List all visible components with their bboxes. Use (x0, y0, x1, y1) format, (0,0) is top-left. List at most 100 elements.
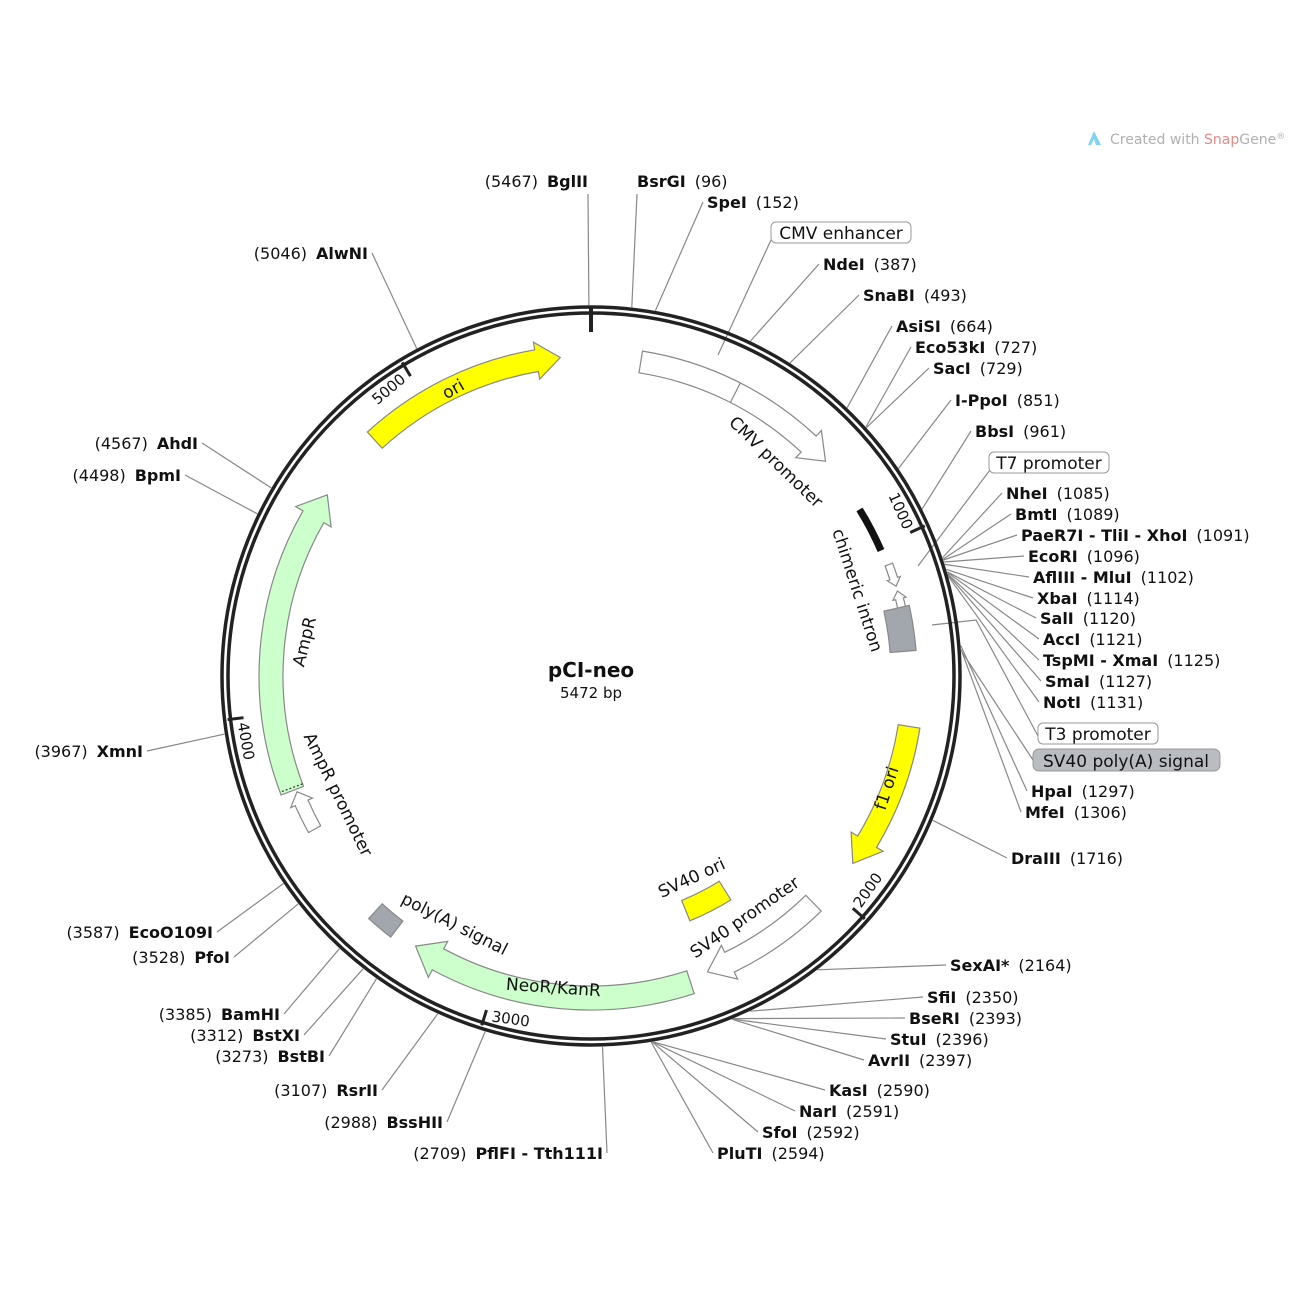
site-position: (3312) (190, 1026, 243, 1045)
site-name: RsrII (336, 1081, 378, 1100)
site-leader-line (750, 996, 924, 1012)
boxed-label-cmv-enhancer[interactable]: CMV enhancer (770, 221, 912, 244)
site-position: (5467) (485, 172, 538, 191)
site-leader-line (328, 978, 378, 1057)
site-leader-line (898, 399, 952, 469)
site-position: (2393) (969, 1009, 1022, 1028)
feature-leader-line (961, 651, 1034, 761)
site-label[interactable]: BbsI(961) (975, 422, 1066, 441)
site-position: (1102) (1141, 568, 1194, 587)
site-position: (1306) (1074, 803, 1127, 822)
site-label[interactable]: AsiSI(664) (896, 317, 993, 336)
site-label[interactable]: NdeI(387) (823, 255, 917, 274)
site-label[interactable]: (5046)AlwNI (254, 244, 368, 263)
site-label[interactable]: SfiI(2350) (927, 988, 1019, 1007)
tick-label-3000: 3000 (491, 1007, 531, 1030)
site-label[interactable]: KasI(2590) (829, 1081, 930, 1100)
site-label[interactable]: TspMI - XmaI(1125) (1043, 651, 1220, 670)
site-label[interactable]: NheI(1085) (1006, 484, 1110, 503)
site-label[interactable]: XbaI(1114) (1037, 589, 1140, 608)
site-label[interactable]: SmaI(1127) (1045, 672, 1152, 691)
site-name: StuI (890, 1030, 927, 1049)
site-label[interactable]: (3107) RsrII (274, 1081, 378, 1100)
site-label[interactable]: (3967)XmnI (34, 742, 143, 761)
site-label[interactable]: I-PpoI(851) (955, 391, 1060, 410)
site-leader-line (944, 555, 1025, 563)
site-label[interactable]: BmtI(1089) (1015, 505, 1120, 524)
site-position: (387) (874, 255, 917, 274)
feature-label-ampr: AmpR (289, 615, 321, 669)
site-label[interactable]: (2709)PflFI - Tth111I (413, 1144, 603, 1163)
site-position: (2164) (1018, 956, 1071, 975)
ampr-promoter-boundary (279, 783, 303, 793)
site-label[interactable]: (3312)BstXI (190, 1026, 300, 1045)
site-label[interactable]: AvrII(2397) (868, 1051, 972, 1070)
site-name: EcoO109I (129, 923, 213, 942)
sv40-polya-box (883, 604, 917, 654)
site-position: (727) (994, 338, 1037, 357)
site-position: (664) (950, 317, 993, 336)
site-name: BssHII (386, 1113, 443, 1132)
site-position: (1091) (1196, 526, 1249, 545)
site-label[interactable]: (3528)PfoI (132, 948, 230, 967)
site-leader-line (650, 1041, 714, 1154)
site-position: (3385) (159, 1005, 212, 1024)
site-label[interactable]: (3587)EcoO109I (66, 923, 213, 942)
site-label[interactable]: PluTI(2594) (717, 1144, 825, 1163)
site-label[interactable]: NotI(1131) (1043, 693, 1143, 712)
boxed-label-t7-promoter[interactable]: T7 promoter (988, 451, 1110, 474)
site-label[interactable]: AflIII - MluI(1102) (1033, 568, 1194, 587)
site-name: XbaI (1037, 589, 1078, 608)
site-label[interactable]: SalI(1120) (1040, 609, 1136, 628)
site-position: (3967) (34, 742, 87, 761)
site-label[interactable]: EcoRI(1096) (1028, 547, 1140, 566)
boxed-label-t3-promoter[interactable]: T3 promoter (1037, 722, 1159, 745)
site-label[interactable]: (2988) BssHII (324, 1113, 443, 1132)
site-label[interactable]: PaeR7I - TliI - XhoI(1091) (1021, 526, 1250, 545)
boxed-label-sv40-polya-signal[interactable]: SV40 poly(A) signal (1032, 748, 1221, 772)
site-leader-line (303, 968, 364, 1036)
site-position: (2988) (324, 1113, 377, 1132)
site-label[interactable]: Eco53kI(727) (915, 338, 1037, 357)
site-label[interactable]: StuI (2396) (890, 1030, 989, 1049)
site-label[interactable]: (3273)BstBI (215, 1047, 325, 1066)
feature-leader-line (717, 239, 772, 356)
site-position: (3107) (274, 1081, 327, 1100)
site-label[interactable]: SacI(729) (933, 359, 1023, 378)
site-leader-line (960, 645, 1028, 792)
site-name: SalI (1040, 609, 1074, 628)
site-label[interactable]: AccI(1121) (1043, 630, 1143, 649)
site-leader-line (587, 193, 590, 306)
site-position: (2396) (936, 1030, 989, 1049)
site-name: I-PpoI (955, 391, 1008, 410)
site-label[interactable]: DraIII(1716) (1011, 849, 1123, 868)
site-label[interactable]: (4567)AhdI (95, 434, 198, 453)
site-label[interactable]: HpaI(1297) (1031, 782, 1135, 801)
site-name: SacI (933, 359, 971, 378)
site-position: (2594) (771, 1144, 824, 1163)
site-label[interactable]: SpeI(152) (707, 193, 799, 212)
site-label[interactable]: (4498)BpmI (73, 466, 181, 485)
site-name: BstBI (277, 1047, 325, 1066)
site-label[interactable]: (3385)BamHI (159, 1005, 280, 1024)
site-label[interactable]: BseRI(2393) (909, 1009, 1022, 1028)
site-label[interactable]: BsrGI(96) (637, 172, 728, 191)
site-position: (5046) (254, 244, 307, 263)
site-leader-line (733, 1017, 906, 1020)
site-label[interactable]: MfeI(1306) (1025, 803, 1127, 822)
site-position: (2591) (846, 1102, 899, 1121)
site-label[interactable]: SfoI(2592) (762, 1123, 860, 1142)
site-label[interactable]: SnaBI(493) (863, 286, 967, 305)
site-label[interactable]: NarI(2591) (799, 1102, 899, 1121)
site-name: SmaI (1045, 672, 1090, 691)
restriction-sites: (5467)BglII BsrGI(96) SpeI(152) NdeI(387) Sn… (34, 172, 1249, 1163)
site-label[interactable]: (5467)BglII (485, 172, 588, 191)
tick-mark (909, 524, 926, 534)
leader-lines (146, 193, 1042, 1154)
site-label[interactable]: SexAI*(2164) (950, 956, 1072, 975)
site-name: BbsI (975, 422, 1014, 441)
site-name: SpeI (707, 193, 747, 212)
site-name: NheI (1006, 484, 1048, 503)
site-leader-line (946, 571, 1040, 640)
site-position: (1096) (1087, 547, 1140, 566)
